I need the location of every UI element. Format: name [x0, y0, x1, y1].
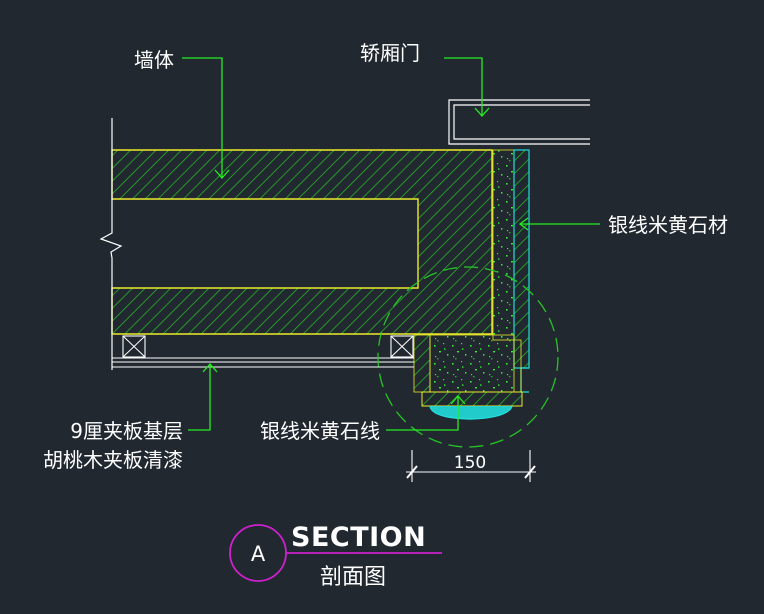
section-subtitle: 剖面图 — [320, 565, 386, 590]
section-title: SECTION — [291, 522, 426, 553]
stone-panel — [492, 149, 530, 393]
title-block: A SECTION 剖面图 — [229, 522, 442, 590]
detail-circle — [377, 266, 559, 448]
section-marker-letter: A — [251, 542, 266, 566]
dimension-value: 150 — [454, 453, 486, 473]
batten-left — [122, 335, 146, 358]
label-plywood-line1: 9厘夹板基层 — [70, 419, 183, 443]
dimension-150: 150 — [406, 450, 536, 482]
car-door-leader — [444, 57, 483, 115]
wall-leader-arrow — [214, 169, 230, 179]
label-stone-panel: 银线米黄石材 — [608, 213, 728, 237]
batten-right — [390, 335, 414, 358]
label-car-door: 轿厢门 — [360, 41, 420, 65]
wall-leader — [182, 57, 223, 178]
wall-section — [99, 118, 493, 370]
label-plywood-line2: 胡桃木夹板清漆 — [43, 448, 183, 472]
plywood-leader — [188, 364, 211, 431]
break-line — [99, 118, 123, 370]
stone-trim — [421, 391, 523, 420]
stone-panel-leader-arrow — [518, 217, 529, 231]
stone-trim-leader-arrow — [450, 395, 466, 405]
car-door-leader-arrow — [474, 107, 490, 117]
plywood-leader-arrow — [202, 363, 218, 373]
stone-trim-leader — [386, 396, 459, 431]
corner-block — [413, 334, 522, 393]
label-wall: 墙体 — [134, 48, 174, 72]
label-stone-trim: 银线米黄石线 — [260, 419, 380, 443]
leaders — [182, 57, 600, 431]
car-door — [448, 99, 590, 145]
plywood-base — [112, 333, 414, 368]
